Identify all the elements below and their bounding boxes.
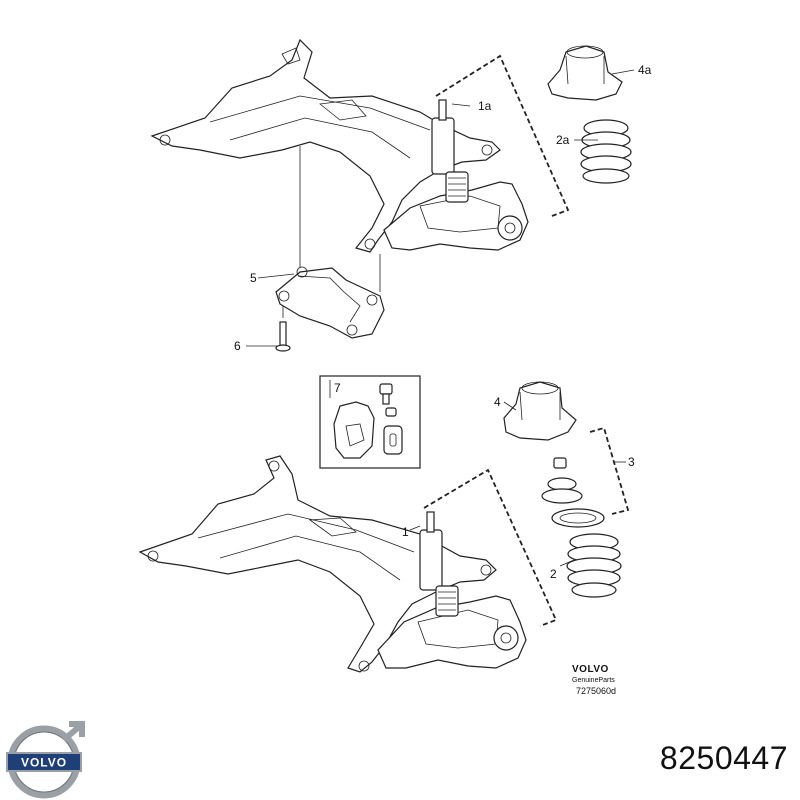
callout-2a: 2a — [556, 133, 570, 147]
callout-5: 5 — [250, 271, 257, 285]
callout-4: 4 — [494, 395, 501, 409]
callout-4a: 4a — [638, 63, 652, 77]
callout-6: 6 — [234, 339, 241, 353]
upper-hub — [497, 215, 523, 241]
upper-bolt — [279, 321, 287, 347]
lower-shock-rod — [426, 511, 435, 533]
upper-top-mount — [547, 45, 623, 101]
lower-hub — [493, 625, 519, 651]
lower-isolator — [551, 508, 605, 528]
lower-subframe-assembly — [138, 381, 630, 673]
upper-subframe-assembly — [150, 38, 635, 352]
logo-wordmark: VOLVO — [21, 756, 67, 770]
bushing-kit-inset — [319, 375, 421, 469]
inset-bolt — [379, 383, 393, 395]
lower-shock-boot — [435, 585, 459, 617]
footer-subtitle: GenuineParts — [572, 677, 615, 684]
callout-1a: 1a — [478, 99, 492, 113]
upper-coil-spring — [580, 119, 632, 184]
upper-group-bracket — [435, 54, 570, 217]
callout-1: 1 — [402, 525, 409, 539]
lower-bearing — [547, 477, 577, 491]
upper-shock-body — [431, 117, 455, 175]
upper-mount-bracket — [275, 267, 385, 339]
callout-7: 7 — [334, 381, 341, 395]
kit-3-bracket — [589, 426, 630, 515]
callout-2: 2 — [550, 567, 557, 581]
volvo-logo: VOLVO — [6, 721, 85, 799]
lower-group-bracket — [423, 468, 558, 627]
upper-shock-boot — [445, 171, 469, 203]
lower-top-mount — [503, 381, 577, 441]
part-number: 8250447 — [659, 740, 788, 776]
callout-3: 3 — [628, 455, 635, 469]
inset-bushing — [333, 401, 375, 459]
lower-shock-body — [419, 529, 443, 591]
footer-brand: VOLVO — [572, 664, 609, 675]
lower-spring-seat — [541, 488, 583, 504]
upper-shock-rod — [438, 99, 447, 121]
lower-nut — [553, 457, 567, 469]
drawing-number: 7275060d — [576, 686, 616, 696]
lower-coil-spring — [566, 533, 622, 598]
inset-clip — [383, 425, 403, 455]
inset-washer — [385, 407, 397, 417]
